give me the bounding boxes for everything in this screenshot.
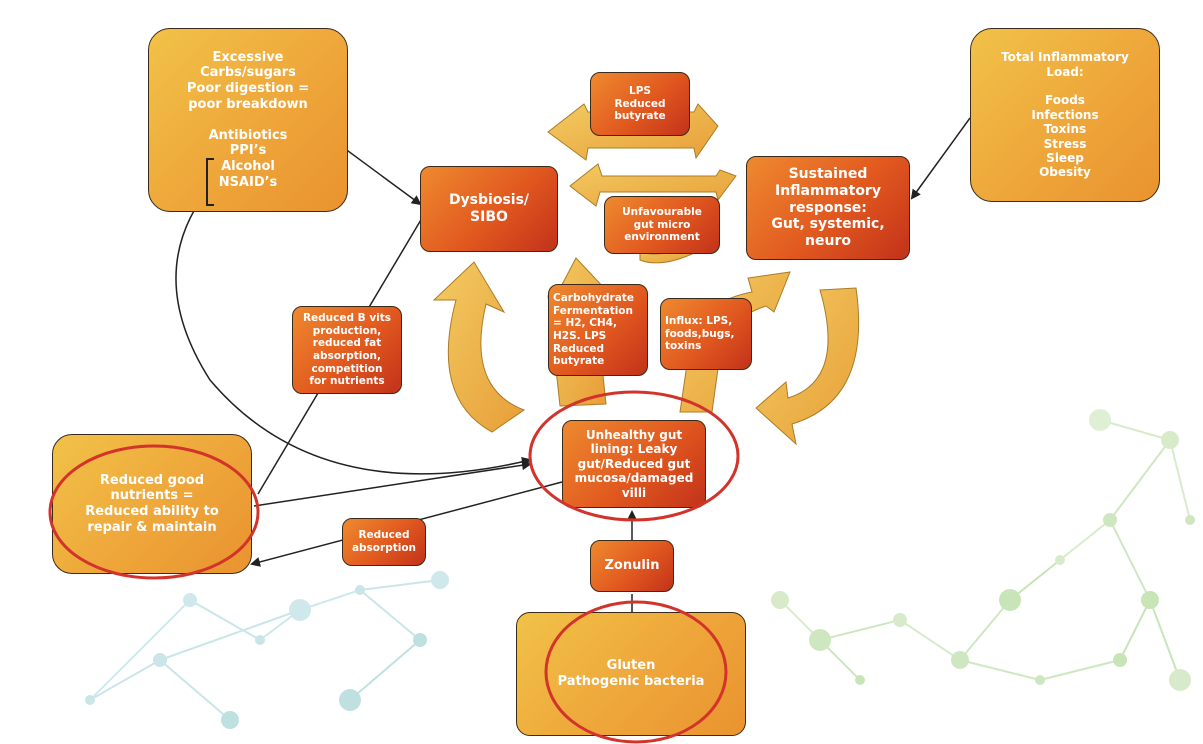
network-link (1149, 599, 1181, 681)
network-node (1141, 591, 1159, 609)
network-node (855, 675, 865, 685)
network-link (1039, 659, 1121, 681)
network-link (1099, 419, 1171, 441)
carb-fermentation-box: Carbohydrate Fermentation = H2, CH4, H2S… (548, 284, 648, 376)
network-node (221, 711, 239, 729)
reduced-absorption-box: Reduced absorption (342, 518, 426, 566)
network-link (1169, 439, 1191, 521)
connector-causes-to-gut-lining (175, 181, 532, 475)
network-node (951, 651, 969, 669)
b-vits-box: Reduced B vits production, reduced fat a… (292, 306, 402, 394)
network-node (1055, 555, 1065, 565)
network-node (893, 613, 907, 627)
gluten-box: Gluten Pathogenic bacteria (516, 612, 746, 736)
network-link (1109, 439, 1171, 521)
network-node (289, 599, 311, 621)
zonulin-box: Zonulin (590, 540, 674, 592)
network-node (1103, 513, 1117, 527)
unhealthy-gut-box: Unhealthy gut lining: Leaky gut/Reduced … (562, 420, 706, 508)
network-node (999, 589, 1021, 611)
network-link (159, 609, 301, 661)
network-link (819, 619, 901, 641)
cycle-arrow-middle-left (569, 163, 737, 207)
causes-box: Excessive Carbs/sugars Poor digestion = … (148, 28, 348, 212)
network-node (1185, 515, 1195, 525)
network-node (255, 635, 265, 645)
unfavourable-box: Unfavourable gut micro environment (604, 196, 720, 254)
network-link (959, 659, 1041, 681)
connector-reduced-good-to-gut-lining (253, 460, 532, 507)
network-link (359, 579, 441, 591)
network-node (1169, 669, 1191, 691)
network-link (89, 659, 161, 701)
network-node (355, 585, 365, 595)
network-node (771, 591, 789, 609)
network-link (189, 599, 261, 641)
network-link (959, 599, 1011, 661)
network-node (431, 571, 449, 589)
influx-box: Influx: LPS, foods,bugs, toxins (660, 298, 752, 370)
network-node (153, 653, 167, 667)
network-node (85, 695, 95, 705)
cycle-arrow-right-down (755, 287, 860, 446)
sustained-box: Sustained Inflammatory response: Gut, sy… (746, 156, 910, 260)
dysbiosis-box: Dysbiosis/ SIBO (420, 166, 558, 252)
connector-total-load-to-sustained (910, 117, 971, 200)
network-node (1113, 653, 1127, 667)
network-node (413, 633, 427, 647)
network-node (1089, 409, 1111, 431)
network-link (1119, 599, 1151, 661)
network-node (1035, 675, 1045, 685)
network-link (89, 599, 191, 701)
cycle-arrow-left-up (432, 261, 526, 433)
network-link (1109, 519, 1151, 601)
network-link (349, 639, 421, 701)
lps-box: LPS Reduced butyrate (590, 72, 690, 136)
medication-bracket (206, 158, 214, 206)
network-node (183, 593, 197, 607)
network-link (359, 589, 421, 641)
network-node (809, 629, 831, 651)
network-node (339, 689, 361, 711)
network-link (1059, 519, 1111, 561)
network-link (159, 659, 231, 721)
network-node (1161, 431, 1179, 449)
total-load-box: Total Inflammatory Load: Foods Infection… (970, 28, 1160, 202)
reduced-good-box: Reduced good nutrients = Reduced ability… (52, 434, 252, 574)
network-link (899, 619, 961, 661)
